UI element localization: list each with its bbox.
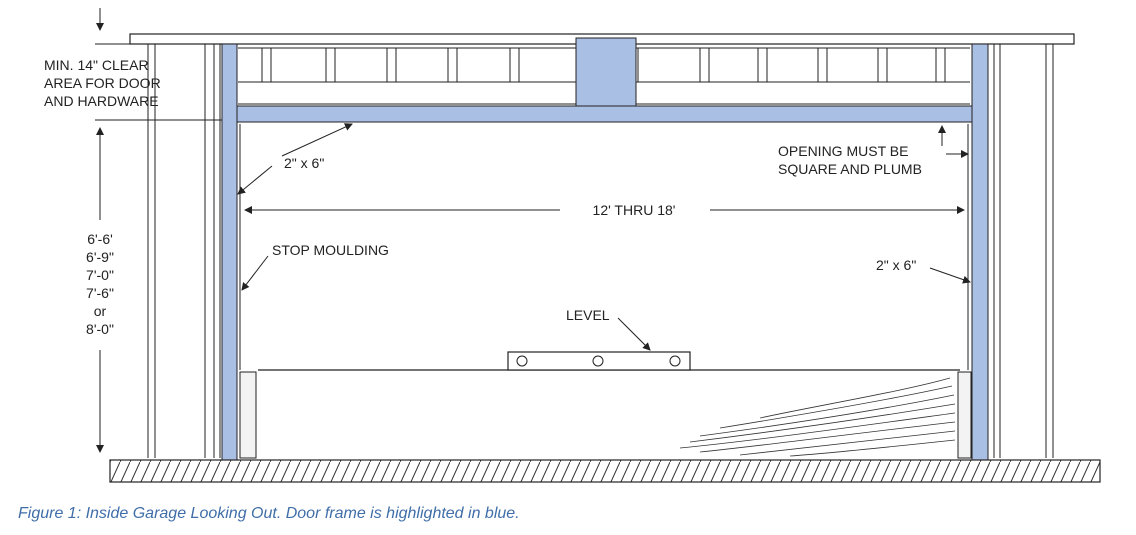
height-option: 6'-9" — [86, 249, 114, 265]
center-bracket — [575, 37, 637, 107]
height-option: 7'-6" — [86, 285, 114, 301]
height-option: 6'-6' — [87, 231, 113, 247]
clearance-label-line3: AND HARDWARE — [44, 93, 159, 109]
floor-wood-grain — [679, 377, 956, 457]
wall-studs — [147, 44, 1054, 458]
jamb-size-label: 2" x 6" — [876, 257, 916, 273]
width-label: 12' THRU 18' — [593, 202, 676, 218]
figure-caption: Figure 1: Inside Garage Looking Out. Doo… — [18, 505, 520, 522]
right-jamb-2x6 — [971, 43, 989, 461]
clearance-label-line1: MIN. 14" CLEAR — [44, 57, 149, 73]
height-option: 7'-0" — [86, 267, 114, 283]
left-base-block — [239, 371, 257, 459]
header-size-label: 2" x 6" — [284, 155, 324, 171]
floor-slab — [109, 459, 1101, 483]
left-jamb-leader — [237, 165, 273, 195]
opening-label-line2: SQUARE AND PLUMB — [778, 161, 922, 177]
stop-moulding-label: STOP MOULDING — [272, 242, 389, 258]
stop-moulding-leader — [241, 255, 269, 291]
height-option: 8'-0" — [86, 321, 114, 337]
header-leader — [281, 123, 353, 157]
opening-label-line1: OPENING MUST BE — [778, 143, 908, 159]
level-leader — [617, 317, 651, 351]
level-vial-center — [592, 355, 604, 367]
level-vial-left — [516, 355, 528, 367]
right-base-block — [957, 371, 972, 459]
height-options: 6'-6' 6'-9" 7'-0" 7'-6" or 8'-0" — [86, 231, 114, 337]
left-jamb-2x6 — [221, 43, 238, 461]
level-label: LEVEL — [566, 307, 610, 323]
height-option: or — [94, 303, 107, 319]
header-2x6 — [236, 105, 973, 123]
clearance-label-line2: AREA FOR DOOR — [44, 75, 161, 91]
right-jamb-leader — [929, 267, 971, 284]
level-vial-right — [669, 355, 681, 367]
